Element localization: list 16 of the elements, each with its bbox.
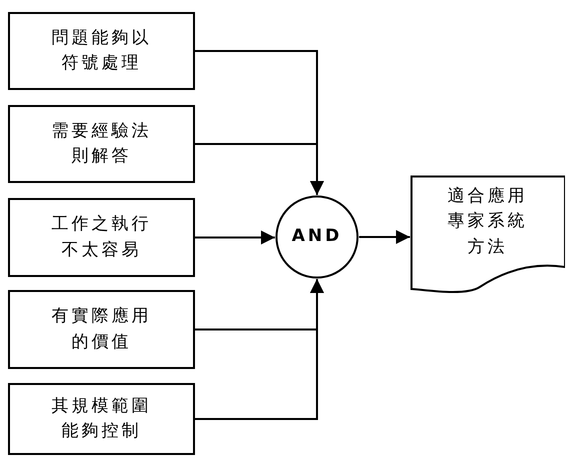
condition-box [8, 105, 195, 183]
node-label: 適合應用專家系統方法 [446, 184, 528, 259]
arrow [195, 143, 324, 195]
arrow [195, 279, 324, 420]
and-label: AND [292, 225, 342, 248]
arrow [359, 230, 410, 244]
condition-box [8, 198, 195, 277]
node-label: 有實際應用的價值 [50, 305, 152, 354]
node-label: 其規模範圍能夠控制 [50, 394, 152, 443]
condition-box [8, 12, 195, 90]
condition-box [8, 383, 195, 455]
node-label: 需要經驗法則解答 [50, 120, 152, 168]
node-label: 問題能夠以符號處理 [50, 26, 152, 75]
condition-box [8, 290, 195, 369]
arrow [195, 230, 275, 244]
node-label: 工作之執行不太容易 [50, 213, 152, 262]
